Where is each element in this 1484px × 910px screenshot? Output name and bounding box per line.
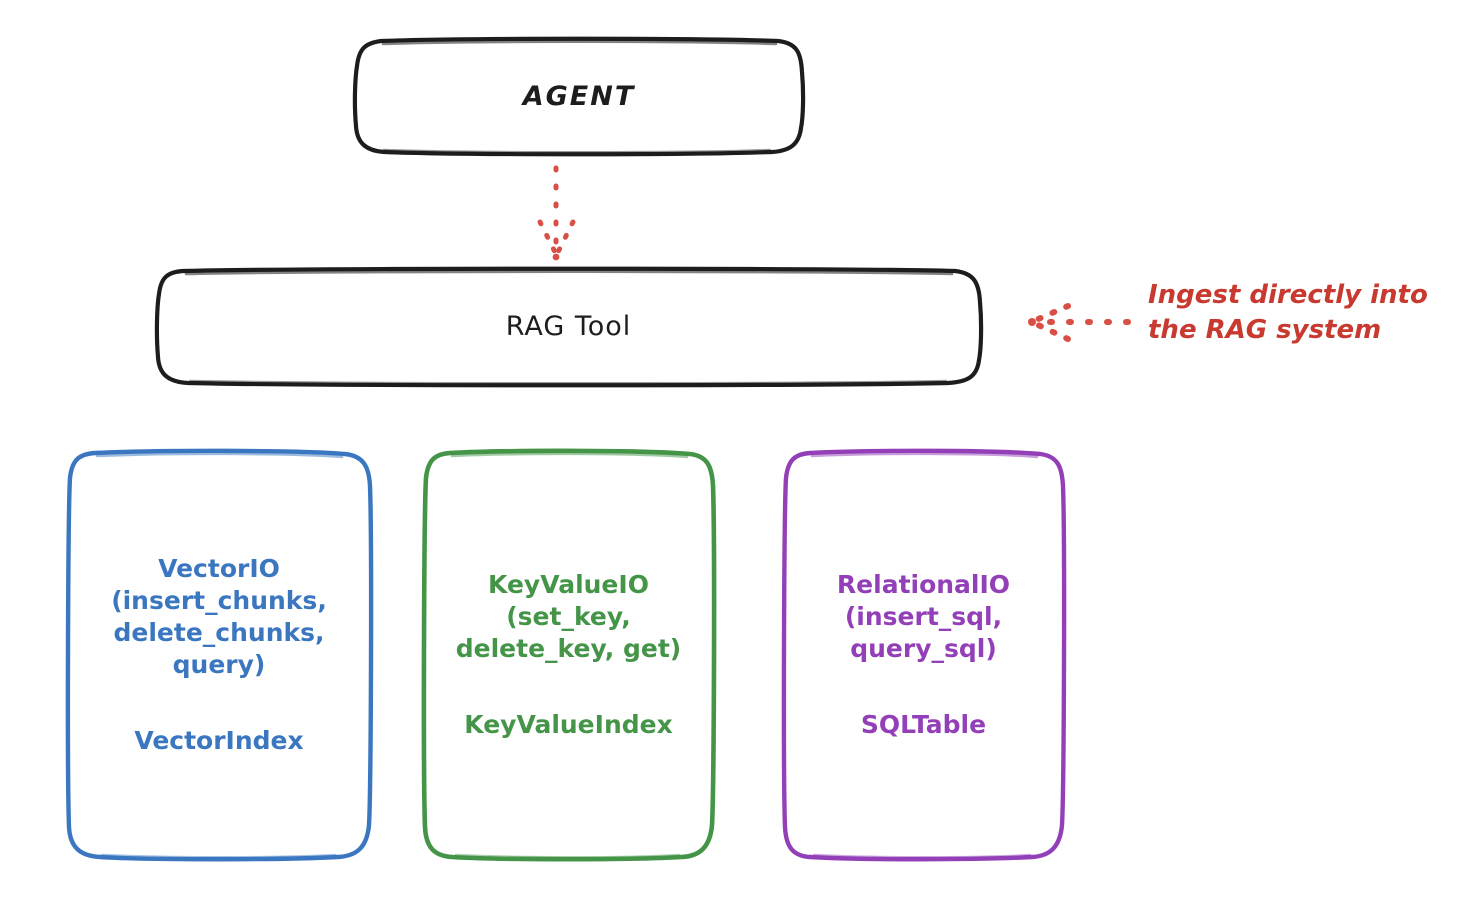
vector-io-box[interactable] — [65, 448, 374, 862]
agent-to-rag-tool-arrow — [537, 165, 576, 261]
agent-box[interactable] — [352, 36, 806, 157]
rag-tool-box[interactable] — [154, 266, 984, 388]
relational-io-box[interactable] — [781, 448, 1067, 862]
ingest-arrow — [1028, 303, 1131, 342]
key-value-io-box[interactable] — [421, 448, 717, 862]
